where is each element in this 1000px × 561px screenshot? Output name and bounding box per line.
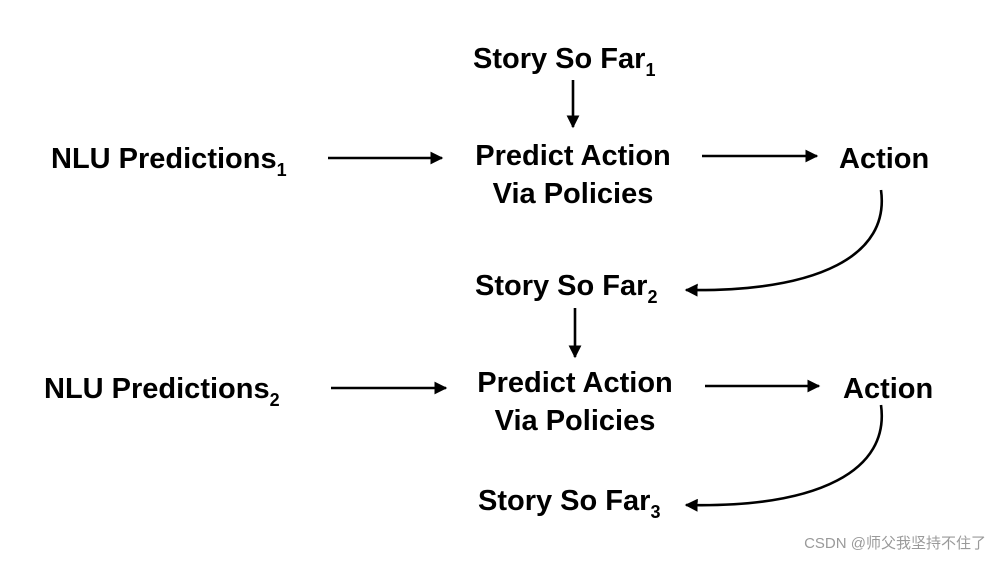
story-so-far-2-label: Story So Far2 <box>475 270 657 307</box>
arrow-action2-to-story3 <box>684 404 884 512</box>
nlu-predictions-2-label: NLU Predictions2 <box>44 373 280 410</box>
predict-action-1-line2: Via Policies <box>493 178 654 210</box>
predict-action-1-line1: Predict Action <box>475 140 671 172</box>
watermark-text: CSDN @师父我坚持不住了 <box>804 535 986 552</box>
action-1-label: Action <box>839 143 929 175</box>
predict-action-2-line1: Predict Action <box>477 367 673 399</box>
story-so-far-3-label: Story So Far3 <box>478 485 660 522</box>
action-2-label: Action <box>843 373 933 405</box>
story-so-far-1-label: Story So Far1 <box>473 43 655 80</box>
nlu-predictions-1-label: NLU Predictions1 <box>51 143 287 180</box>
arrow-action1-to-story2 <box>684 189 884 297</box>
predict-action-2-line2: Via Policies <box>495 405 656 437</box>
